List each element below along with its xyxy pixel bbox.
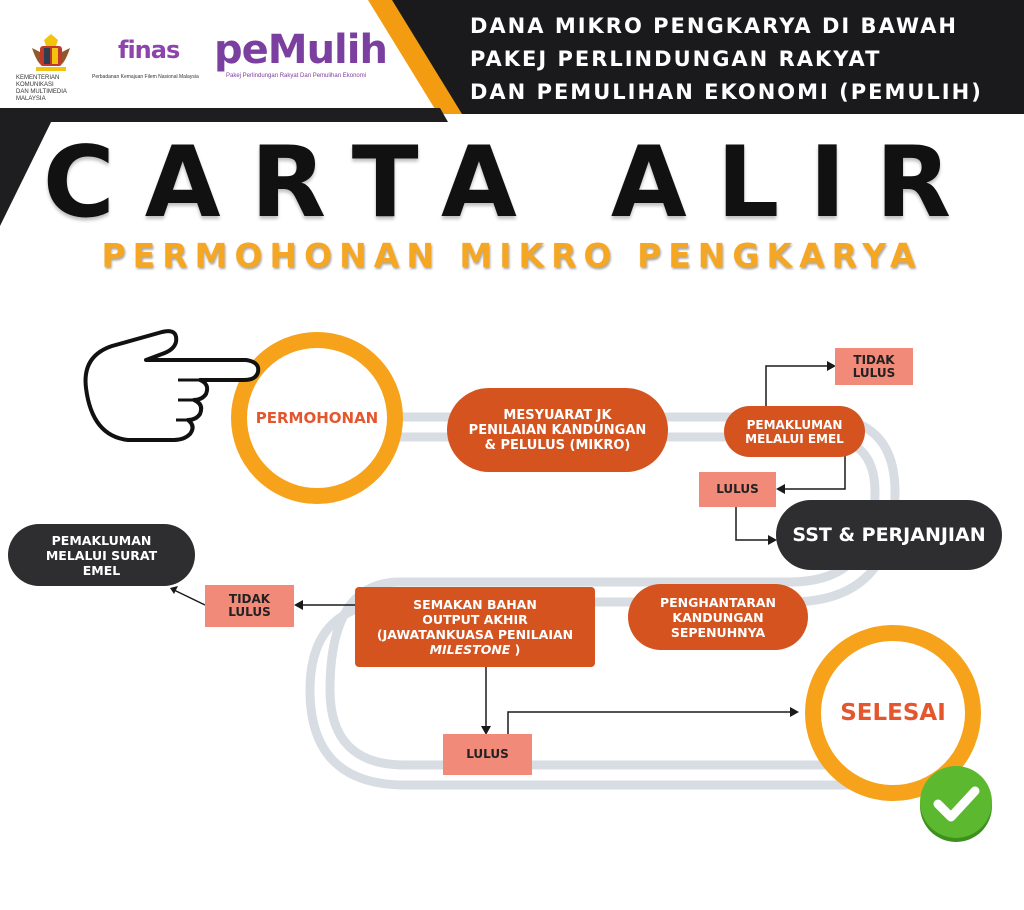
meeting-node: MESYUARAT JK PENILAIAN KANDUNGAN & PELUL…	[447, 388, 668, 472]
header-title-line-1: DANA MIKRO PENGKARYA DI BAWAH	[470, 14, 958, 38]
pointing-hand-icon	[83, 329, 261, 442]
page-title: CARTA ALIR	[42, 126, 982, 240]
review-node-milestone: MILESTONE	[429, 642, 511, 657]
sst-node-label: SST & PERJANJIAN	[792, 524, 986, 546]
arrow-to-tidak-lulus-1	[765, 365, 828, 413]
arrowhead-7	[790, 707, 799, 717]
approved-node-2-label: LULUS	[466, 747, 509, 761]
arrow-to-selesai	[507, 711, 792, 740]
review-node-line-4: MILESTONE )	[430, 642, 521, 657]
review-node: SEMAKAN BAHAN OUTPUT AKHIR (JAWATANKUASA…	[355, 587, 595, 667]
pemulih-subtitle: Pakej Perlindungan Rakyat Dan Pemulihan …	[226, 73, 367, 79]
review-node-line-1: SEMAKAN BAHAN	[413, 597, 537, 612]
header-title-line-2: PAKEJ PERLINDUNGAN RAKYAT	[470, 47, 882, 71]
finas-logo-icon: finas	[118, 36, 188, 76]
meeting-node-label: MESYUARAT JK PENILAIAN KANDUNGAN & PELUL…	[468, 407, 647, 453]
not-approved-node-2: TIDAK LULUS	[205, 585, 294, 627]
header-title-line-3: DAN PEMULIHAN EKONOMI (PEMULIH)	[470, 80, 983, 104]
page-subtitle: PERMOHONAN MIKRO PENGKARYA	[101, 236, 923, 275]
check-icon	[920, 766, 992, 842]
arrowhead-1	[827, 361, 836, 371]
full-submission-node: PENGHANTARAN KANDUNGAN SEPENUHNYA	[628, 584, 808, 650]
notify-email-node-label: PEMAKLUMAN MELALUI EMEL	[745, 417, 844, 446]
crest-icon	[32, 34, 70, 71]
review-node-line-2: OUTPUT AKHIR	[422, 612, 528, 627]
arrowhead-4	[294, 600, 303, 610]
header-title: DANA MIKRO PENGKARYA DI BAWAH PAKEJ PERL…	[470, 10, 1010, 109]
arrow-to-lulus-1	[782, 456, 846, 490]
arrowhead-3	[768, 535, 777, 545]
end-label: SELESAI	[840, 700, 946, 726]
finas-logo-text: finas	[118, 36, 180, 64]
approved-node-1-label: LULUS	[716, 482, 759, 496]
ministry-name-line-1: KEMENTERIAN KOMUNIKASI	[16, 75, 60, 88]
notify-letter-node: PEMAKLUMAN MELALUI SURAT EMEL	[8, 524, 195, 586]
header-banner	[0, 0, 1024, 226]
not-approved-node-1: TIDAK LULUS	[835, 348, 913, 385]
arrowhead-5	[170, 586, 178, 594]
ministry-name-line-2: DAN MULTIMEDIA MALAYSIA	[16, 89, 67, 102]
review-node-line-3: (JAWATANKUASA PENILAIAN	[376, 627, 574, 642]
start-ring	[231, 332, 403, 504]
not-approved-node-2-label: TIDAK LULUS	[228, 592, 271, 619]
pemulih-logo: peMulih	[214, 27, 388, 73]
arrowhead-2	[776, 484, 785, 494]
approved-node-2: LULUS	[443, 734, 532, 775]
sst-node: SST & PERJANJIAN	[776, 500, 1002, 570]
full-submission-node-label: PENGHANTARAN KANDUNGAN SEPENUHNYA	[659, 594, 776, 640]
arrowhead-6	[481, 726, 491, 735]
ministry-name: KEMENTERIAN KOMUNIKASI DAN MULTIMEDIA MA…	[16, 75, 96, 103]
review-node-line-4-end: )	[510, 642, 521, 657]
end-ring	[805, 625, 981, 801]
not-approved-node-1-label: TIDAK LULUS	[852, 352, 896, 380]
finas-subtitle: Perbadanan Kemajuan Filem Nasional Malay…	[92, 74, 199, 80]
arrow-to-sst	[735, 506, 770, 541]
notify-email-node: PEMAKLUMAN MELALUI EMEL	[724, 406, 865, 457]
approved-node-1: LULUS	[699, 472, 776, 507]
start-label: PERMOHONAN	[255, 409, 379, 427]
notify-letter-node-label: PEMAKLUMAN MELALUI SURAT EMEL	[45, 532, 158, 578]
arrow-to-notify-letter	[173, 589, 206, 606]
